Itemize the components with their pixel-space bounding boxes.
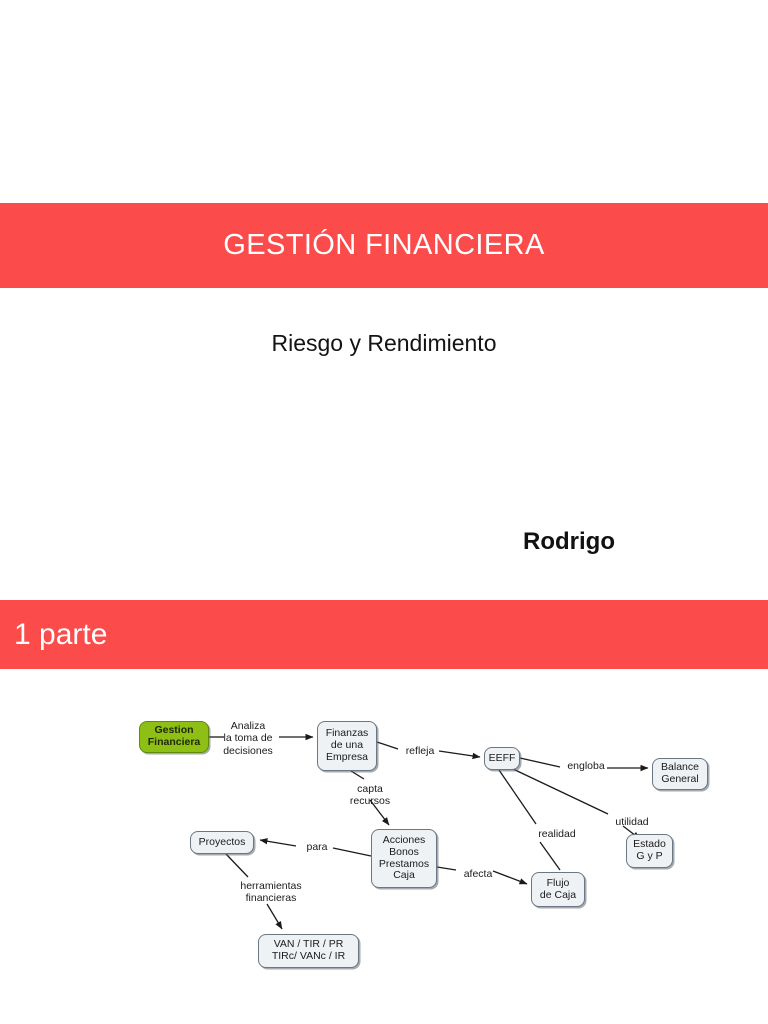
edge-label-para: para xyxy=(306,841,328,853)
edge-label-realidad: realidad xyxy=(538,828,576,840)
slide-subtitle: Riesgo y Rendimiento xyxy=(271,330,497,356)
edge-herramientas-van xyxy=(266,903,283,930)
map-node-balance-general[interactable]: Balance General xyxy=(652,758,708,790)
edge-label-capta-recursos: capta recursos xyxy=(349,783,391,808)
edge-acciones-afecta xyxy=(436,866,457,871)
section-banner xyxy=(0,600,768,669)
edge-eeff-utilidad xyxy=(512,768,609,815)
concept-map-edges xyxy=(209,733,649,930)
edge-finanzas-capta xyxy=(350,770,365,780)
author-name: Rodrigo xyxy=(523,528,615,555)
edge-label-herramientas-financieras: herramientas financieras xyxy=(240,880,302,905)
map-node-gestion-financiera[interactable]: Gestion Financiera xyxy=(139,721,209,753)
edge-capta-acciones xyxy=(369,799,390,826)
edge-refleja-eeff xyxy=(438,750,481,760)
map-node-van-tir[interactable]: VAN / TIR / PR TIRc/ VANc / IR xyxy=(258,934,359,968)
map-node-acciones-bonos[interactable]: Acciones Bonos Prestamos Caja xyxy=(371,829,437,888)
edge-realidad-flujo xyxy=(539,841,561,871)
title-banner xyxy=(0,203,768,288)
edge-label-afecta: afecta xyxy=(463,868,493,880)
edge-proyectos-herramientas xyxy=(225,853,249,878)
edge-label-refleja: refleja xyxy=(405,745,435,757)
map-node-eeff[interactable]: EEFF xyxy=(484,747,520,770)
page-title: GESTIÓN FINANCIERA xyxy=(223,229,545,261)
edge-label-utilidad: utilidad xyxy=(615,816,649,828)
edge-eeff-realidad xyxy=(498,769,537,825)
edge-afecta-flujo xyxy=(492,870,528,885)
edge-finanzas-refleja xyxy=(376,741,399,750)
edge-label-analiza: Analiza la toma de decisiones xyxy=(223,720,273,757)
edge-eeff-engloba xyxy=(519,757,561,768)
edge-para-proyectos xyxy=(259,838,297,847)
edge-acciones-para xyxy=(332,847,372,857)
map-node-estado-gyp[interactable]: Estado G y P xyxy=(626,834,673,868)
section-label: 1 parte xyxy=(14,617,108,651)
map-node-proyectos[interactable]: Proyectos xyxy=(190,831,254,854)
map-node-flujo-de-caja[interactable]: Flujo de Caja xyxy=(531,872,585,907)
map-node-finanzas-empresa[interactable]: Finanzas de una Empresa xyxy=(317,721,377,771)
edge-label-engloba: engloba xyxy=(567,760,605,772)
concept-map-diagram: Gestion Financiera Finanzas de una Empre… xyxy=(136,676,736,976)
